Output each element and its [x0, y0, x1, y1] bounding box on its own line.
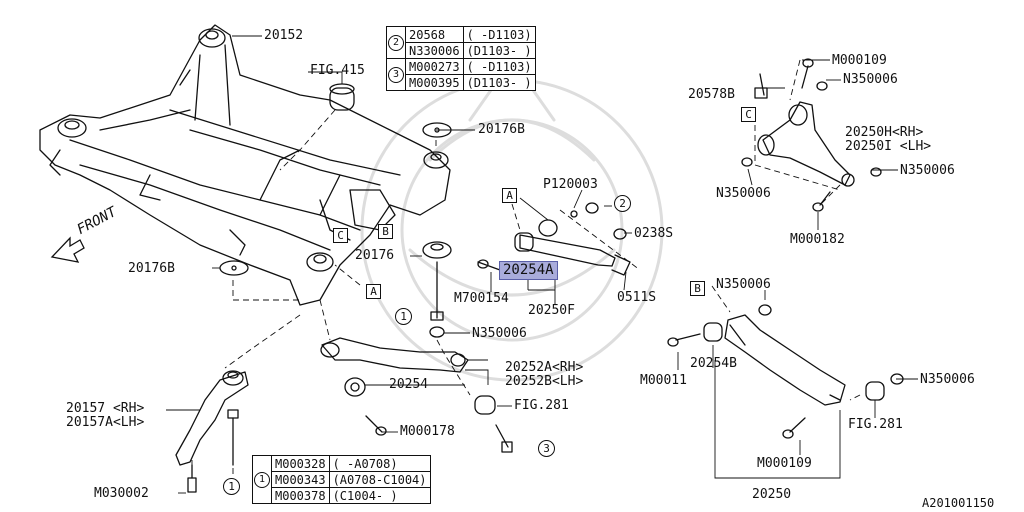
- part-label-m030002[interactable]: M030002: [94, 486, 149, 501]
- range: ( -D1103): [462, 26, 536, 43]
- reference-table-top: 2 20568 ( -D1103) N330006 (D1103- ) 3 M0…: [386, 26, 536, 91]
- mount-bolt: [429, 261, 445, 338]
- ref-box-b-frame[interactable]: B: [378, 224, 393, 239]
- part-label-20254a-highlighted[interactable]: 20254A: [499, 261, 558, 280]
- ref-circle-1-bottom[interactable]: 1: [223, 478, 240, 495]
- reference-table-bottom: 1 M000328 ( -A0708) M000343 (A0708-C1004…: [252, 455, 431, 504]
- part-label-20252b[interactable]: 20252B<LH>: [505, 374, 584, 389]
- part-number[interactable]: M000378: [271, 487, 330, 504]
- table-key: 2: [386, 26, 406, 59]
- table-row: M000378 (C1004- ): [253, 487, 431, 504]
- part-label-0238s[interactable]: 0238S: [634, 226, 674, 241]
- part-number[interactable]: M000395: [405, 74, 464, 91]
- table-key: 3: [386, 58, 406, 91]
- part-label-20252a[interactable]: 20252A<RH>: [505, 360, 584, 375]
- part-label-m000109-bottom[interactable]: M000109: [757, 456, 812, 471]
- part-label-20157a[interactable]: 20157A<LH>: [66, 415, 145, 430]
- range: (D1103- ): [462, 74, 536, 91]
- ref-box-a-link[interactable]: A: [502, 188, 517, 203]
- lateral-link-20252: [320, 337, 469, 373]
- part-label-20250f[interactable]: 20250F: [528, 303, 575, 318]
- upper-link-20250F: [477, 202, 631, 276]
- part-label-20176[interactable]: 20176: [355, 248, 395, 263]
- subframe-crossmember: [39, 24, 451, 306]
- part-label-m00011[interactable]: M00011: [640, 373, 687, 388]
- part-number[interactable]: 20568: [405, 26, 464, 43]
- ref-box-a-frame[interactable]: A: [366, 284, 381, 299]
- part-label-p120003[interactable]: P120003: [543, 177, 598, 192]
- part-label-n350006-rr[interactable]: N350006: [900, 163, 955, 178]
- range: (A0708-C1004): [328, 471, 431, 488]
- front-arrow: [50, 236, 85, 263]
- part-number[interactable]: M000328: [271, 455, 330, 472]
- diff-mount-bracket: [175, 370, 249, 493]
- table-row: 1 M000328 ( -A0708): [252, 455, 431, 504]
- ref-circle-2[interactable]: 2: [614, 195, 631, 212]
- part-label-20254b[interactable]: 20254B: [690, 356, 737, 371]
- part-number[interactable]: M000343: [271, 471, 330, 488]
- ref-fig281-mid[interactable]: FIG.281: [514, 398, 569, 413]
- table-row: M000343 (A0708-C1004): [253, 471, 431, 488]
- range: ( -D1103): [462, 58, 536, 75]
- ref-circle-1-mid[interactable]: 1: [395, 308, 412, 325]
- part-label-20250[interactable]: 20250: [752, 487, 792, 502]
- part-label-0511s[interactable]: 0511S: [617, 290, 657, 305]
- table-row: M000395 (D1103- ): [387, 74, 536, 91]
- lower-arm-20250: [667, 304, 904, 439]
- part-label-n350006-br[interactable]: N350006: [920, 372, 975, 387]
- ref-box-b-arm[interactable]: B: [690, 281, 705, 296]
- table-row: N330006 (D1103- ): [387, 42, 536, 59]
- part-number[interactable]: N330006: [405, 42, 464, 59]
- bushing-fig281-mid: [474, 395, 496, 415]
- part-label-m000109-top[interactable]: M000109: [832, 53, 887, 68]
- mount-washer-mid: [422, 241, 452, 259]
- part-label-20176b-top[interactable]: 20176B: [478, 122, 525, 137]
- part-label-20152[interactable]: 20152: [264, 28, 304, 43]
- part-label-n350006-b[interactable]: N350006: [716, 277, 771, 292]
- diagram-code: A201001150: [922, 496, 995, 510]
- table-row: 3 M000273 ( -D1103): [386, 58, 536, 91]
- mount-washer-left: [219, 260, 249, 276]
- ref-circle-3[interactable]: 3: [538, 440, 555, 457]
- part-label-20250i[interactable]: 20250I <LH>: [845, 139, 932, 154]
- part-label-20254[interactable]: 20254: [389, 377, 429, 392]
- part-label-n350006-rl[interactable]: N350006: [716, 186, 771, 201]
- part-label-n350006-mid[interactable]: N350006: [472, 326, 527, 341]
- range: (C1004- ): [328, 487, 431, 504]
- part-label-20176b-left[interactable]: 20176B: [128, 261, 175, 276]
- table-key: 1: [252, 455, 272, 504]
- ref-box-c-frame[interactable]: C: [333, 228, 348, 243]
- part-label-n350006-tr[interactable]: N350006: [843, 72, 898, 87]
- part-number[interactable]: M000273: [405, 58, 464, 75]
- bolt-circle-3: [495, 424, 513, 453]
- bushing-20254: [344, 377, 366, 397]
- part-label-20157[interactable]: 20157 <RH>: [66, 401, 145, 416]
- part-label-20250h[interactable]: 20250H<RH>: [845, 125, 924, 140]
- ref-fig415[interactable]: FIG.415: [310, 63, 365, 78]
- table-row: 2 20568 ( -D1103): [386, 26, 536, 59]
- part-label-m000178[interactable]: M000178: [400, 424, 455, 439]
- part-label-m700154[interactable]: M700154: [454, 291, 509, 306]
- range: ( -A0708): [328, 455, 431, 472]
- ref-fig281-right[interactable]: FIG.281: [848, 417, 903, 432]
- part-label-20578b[interactable]: 20578B: [688, 87, 735, 102]
- range: (D1103- ): [462, 42, 536, 59]
- ref-box-c-arm[interactable]: C: [741, 107, 756, 122]
- bolt-m000178: [365, 415, 387, 436]
- part-label-m000182[interactable]: M000182: [790, 232, 845, 247]
